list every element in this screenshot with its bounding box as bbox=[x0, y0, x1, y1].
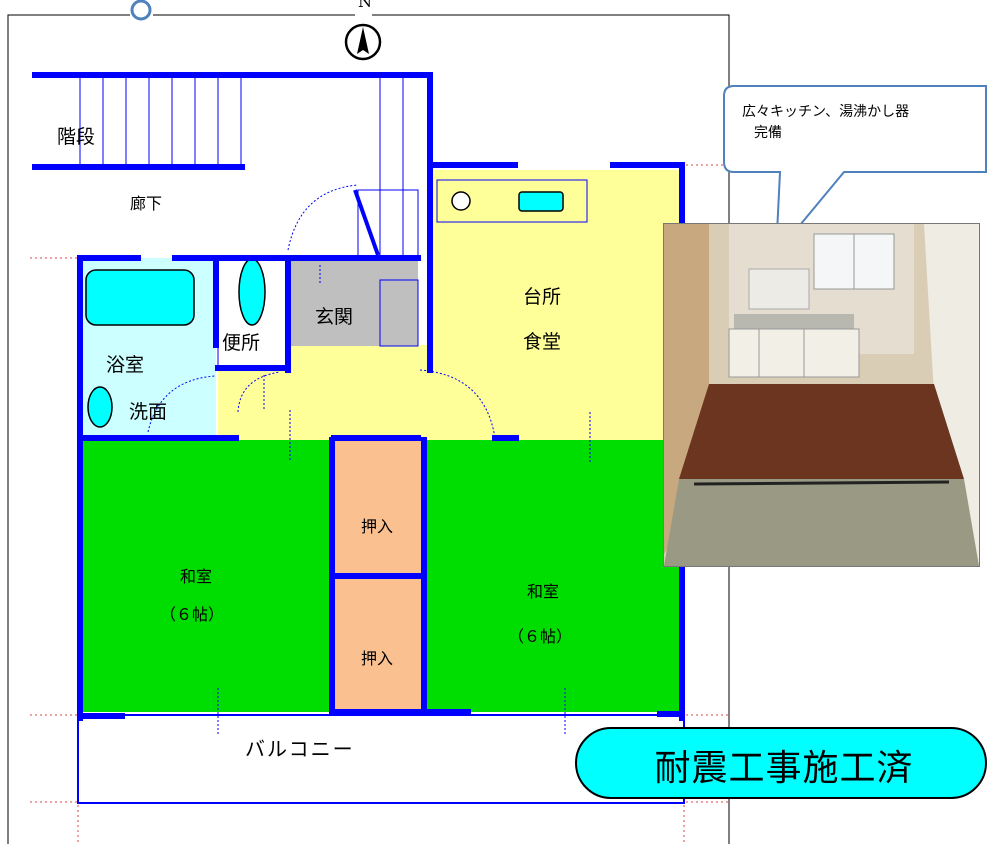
balcony-label: バルコニー bbox=[245, 737, 355, 761]
seismic-badge-text: 耐震工事施工済 bbox=[654, 748, 914, 789]
entrance-floor bbox=[290, 260, 418, 346]
bath-label: 浴室 bbox=[106, 354, 145, 376]
kitchen-floor bbox=[430, 170, 682, 440]
washitsu-right-floor bbox=[424, 440, 682, 712]
closet-lower-floor bbox=[334, 576, 424, 710]
washroom-label: 洗面 bbox=[129, 401, 168, 423]
grid-lines bbox=[30, 164, 730, 844]
entrance-label: 玄関 bbox=[315, 306, 354, 328]
callout-tail-dot bbox=[130, 0, 152, 21]
kitchen-stove bbox=[518, 191, 564, 212]
kitchen-label: 台所 bbox=[523, 286, 562, 308]
toilet-label: 便所 bbox=[222, 332, 261, 354]
closet-upper-floor bbox=[334, 440, 424, 576]
north-label: N bbox=[358, 0, 372, 11]
kitchen-sink bbox=[451, 191, 471, 211]
closet-upper-label: 押入 bbox=[361, 517, 394, 536]
kitchen-counter bbox=[436, 179, 588, 223]
seismic-badge bbox=[575, 727, 987, 799]
north-arrow-icon bbox=[344, 23, 382, 61]
washitsu-left-floor bbox=[80, 440, 330, 712]
bathtub bbox=[85, 269, 195, 326]
toilet-bowl bbox=[238, 258, 266, 326]
corridor-label: 廊下 bbox=[130, 194, 163, 213]
stairs bbox=[32, 72, 430, 255]
washitsu-left-name: 和室 bbox=[180, 567, 213, 586]
closet-lower-label: 押入 bbox=[361, 649, 394, 668]
washitsu-left-size: （６帖） bbox=[160, 605, 225, 624]
callout-text: 広々キッチン、湯沸かし器 完備 bbox=[742, 102, 972, 144]
washitsu-right-name: 和室 bbox=[527, 582, 560, 601]
washitsu-right-size: （６帖） bbox=[508, 627, 573, 646]
stairs-label: 階段 bbox=[57, 126, 96, 148]
dining-label: 食堂 bbox=[523, 331, 562, 353]
kitchen-photo bbox=[663, 223, 980, 567]
callout-bubble bbox=[723, 85, 987, 257]
site-outline bbox=[7, 14, 730, 844]
wash-basin bbox=[87, 386, 113, 428]
callout-line-2: 完備 bbox=[754, 125, 782, 141]
callout-line-1: 広々キッチン、湯沸かし器 bbox=[742, 104, 910, 120]
